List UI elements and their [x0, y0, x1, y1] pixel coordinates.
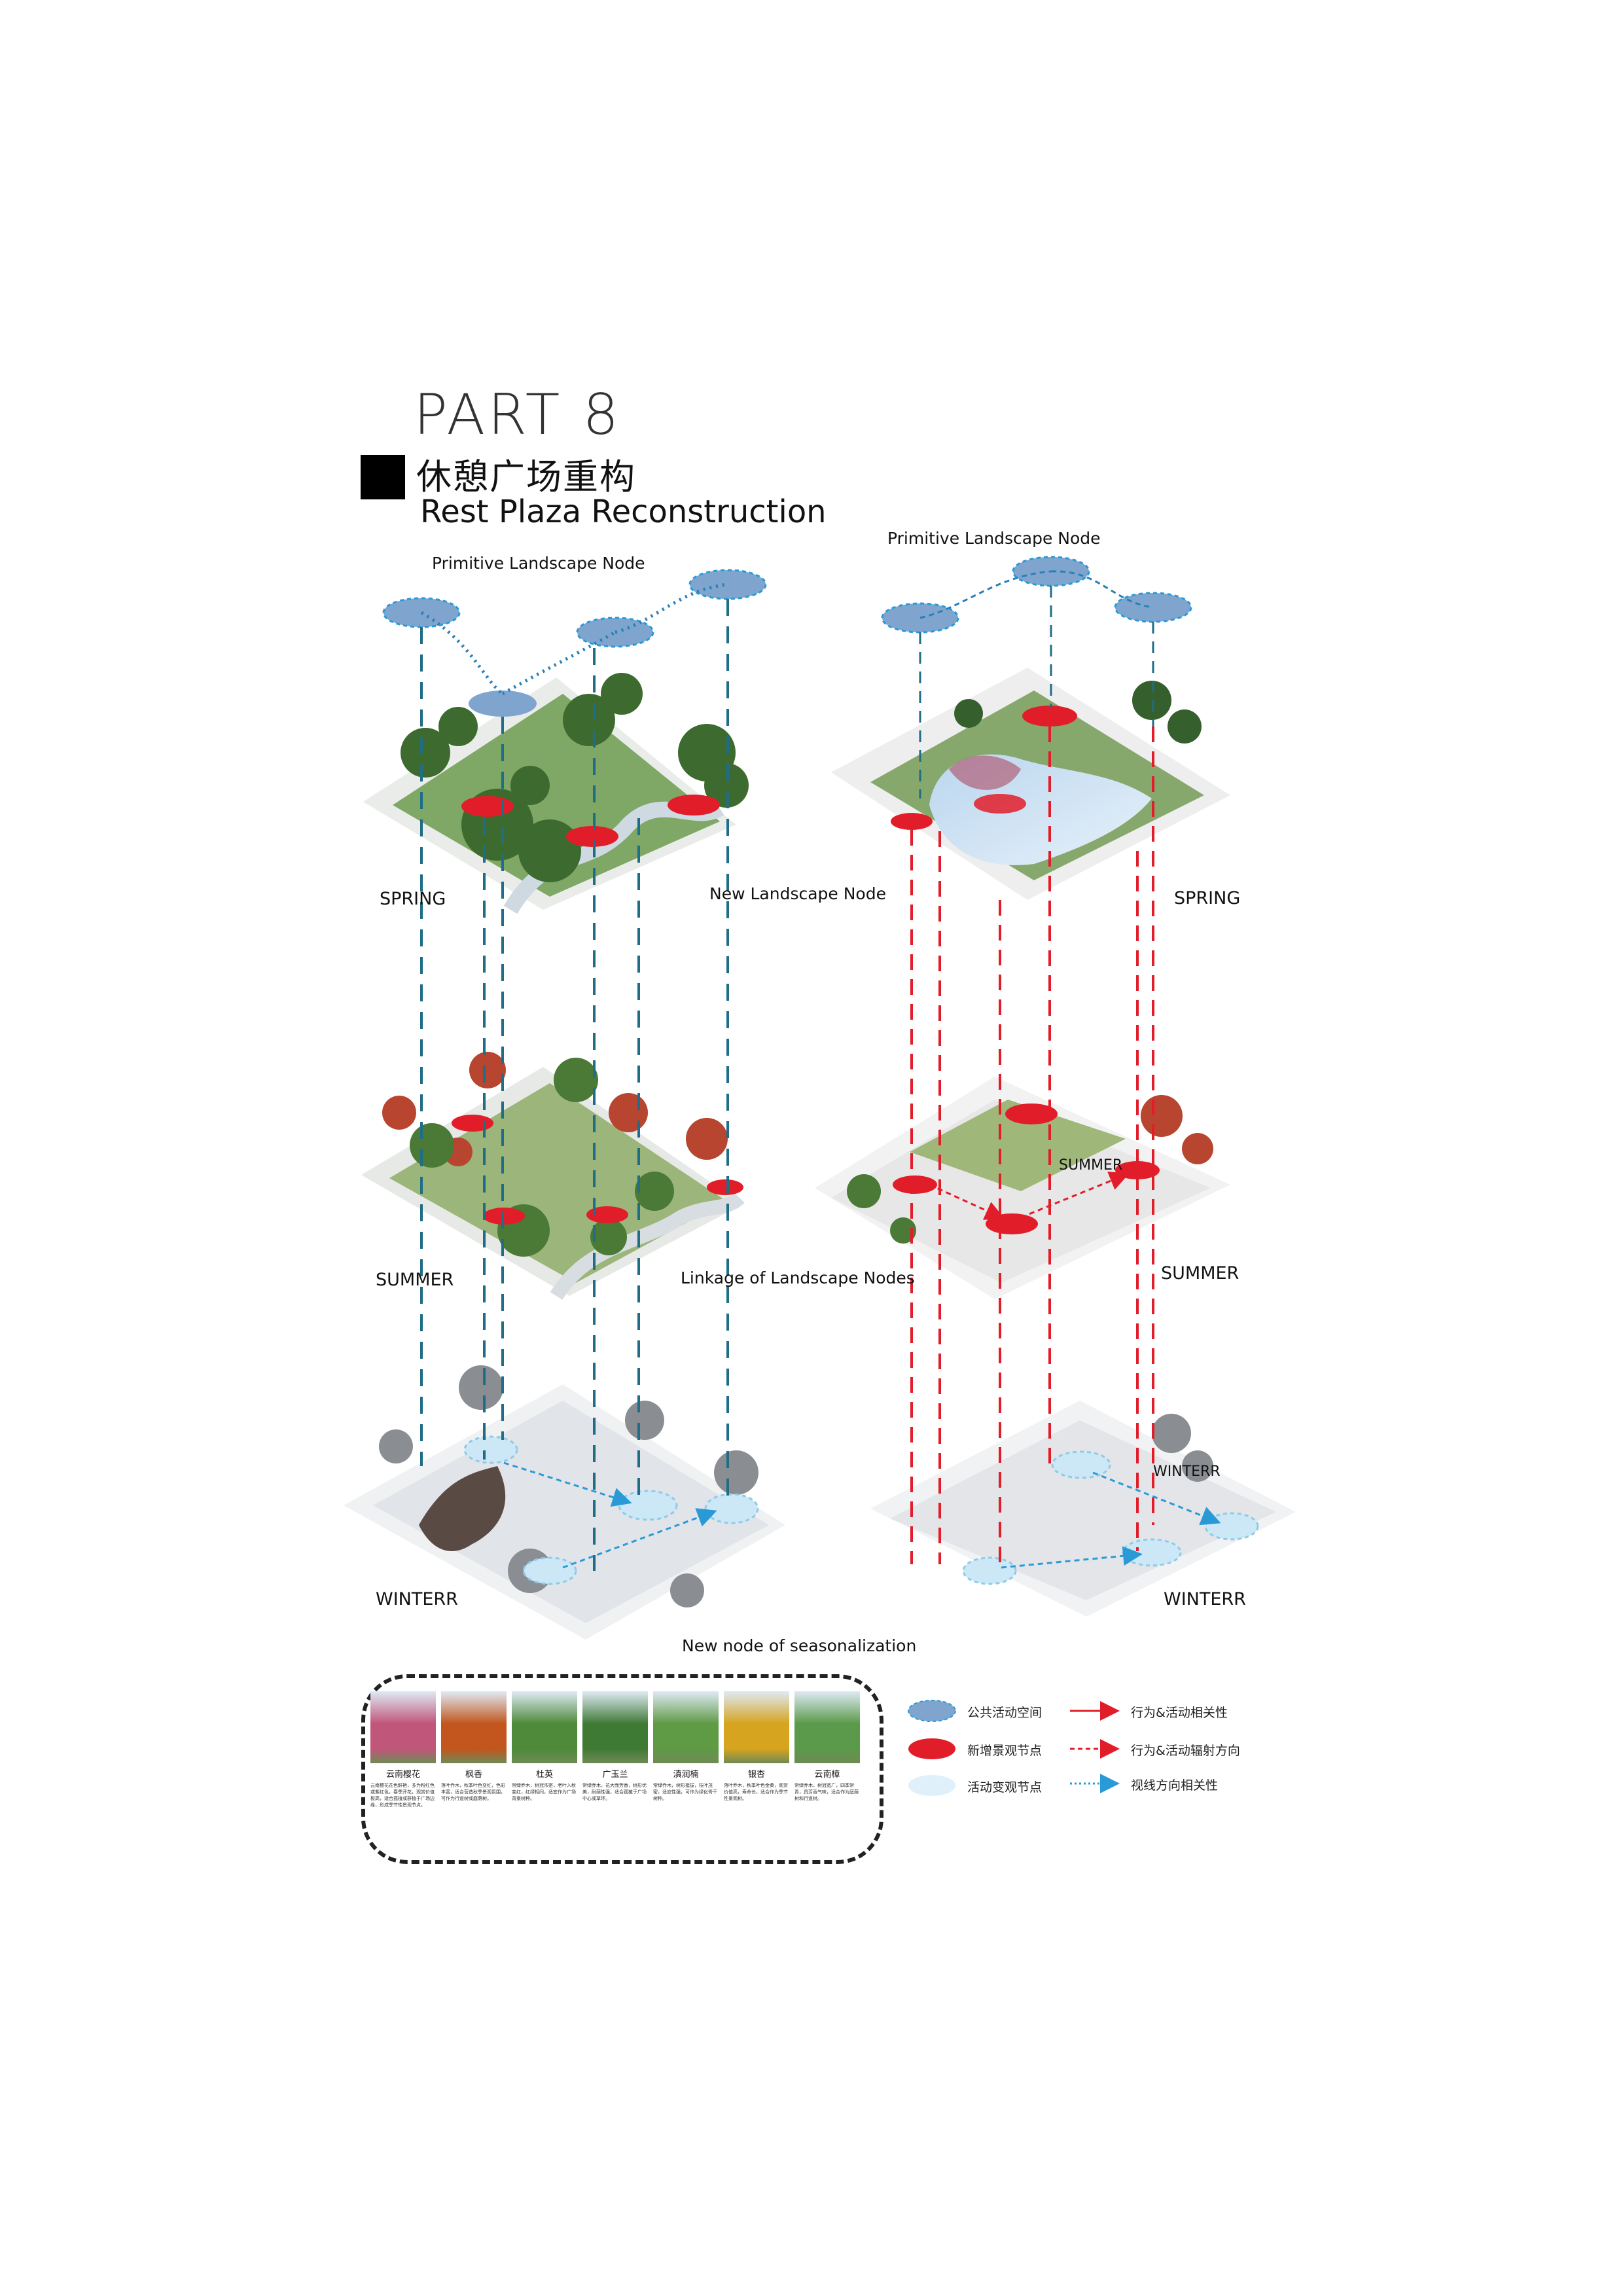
label-new-landscape-node: New Landscape Node	[709, 884, 886, 903]
plant-photo	[441, 1691, 507, 1763]
plant-description: 常绿乔木，树形挺拔，枝叶茂密，适应性强，可作为绿化骨干树种。	[653, 1783, 717, 1801]
label-primitive-node-left: Primitive Landscape Node	[432, 554, 645, 573]
title-chinese: 休憩广场重构	[416, 456, 636, 497]
plant-name: 杜英	[535, 1770, 553, 1780]
plant-card: 杜英常绿乔木，树冠浓密，老叶入秋变红，红绿相间，适宜作为广场背景树种。	[512, 1691, 577, 1854]
left-winter-platform	[344, 1365, 785, 1640]
plant-photo	[794, 1691, 860, 1763]
label-primitive-node-right: Primitive Landscape Node	[887, 529, 1101, 548]
part-number: PART 8	[414, 382, 622, 448]
legend-public-space: 公共活动空间	[967, 1706, 1043, 1720]
plant-name: 云南樱花	[385, 1770, 420, 1780]
plant-name: 广玉兰	[602, 1770, 628, 1780]
title-english: Rest Plaza Reconstruction	[420, 493, 827, 530]
legend-sightline: 视线方向相关性	[1131, 1778, 1219, 1793]
label-linkage: Linkage of Landscape Nodes	[681, 1268, 915, 1287]
plant-name: 枫香	[465, 1770, 482, 1780]
plant-photo	[512, 1691, 577, 1763]
plant-description: 落叶乔木，秋季叶色金黄，观赏价值高，寿命长，适合作为季节性景观树。	[724, 1783, 788, 1801]
plant-card: 枫香落叶乔木，秋季叶色变红，色彩丰富，适合营造秋季景观氛围，可作为行道树或庭荫树…	[441, 1691, 507, 1854]
plant-name: 银杏	[747, 1770, 765, 1780]
season-summer-overlay: SUMMER	[1059, 1157, 1123, 1174]
left-spring-platform	[363, 673, 749, 914]
plant-description: 常绿乔木，树冠浓密，老叶入秋变红，红绿相间，适宜作为广场背景树种。	[512, 1783, 576, 1801]
plant-card: 云南樟常绿乔木，树冠宽广，四季常青，具芳香气味，适合作为庭荫树和行道树。	[794, 1691, 860, 1854]
plant-description: 落叶乔木，秋季叶色变红，色彩丰富，适合营造秋季景观氛围，可作为行道树或庭荫树。	[441, 1783, 505, 1801]
plant-name: 滇润楠	[673, 1770, 699, 1780]
plant-description: 云南樱花花色鲜艳，多为粉红色或紫红色，春季开花，观赏价值极高，适合孤植或群植于广…	[370, 1783, 435, 1808]
season-winter-overlay: WINTERR	[1153, 1463, 1221, 1480]
right-summer-platform	[815, 1077, 1230, 1299]
left-summer-platform	[361, 1052, 745, 1300]
plant-card: 滇润楠常绿乔木，树形挺拔，枝叶茂密，适应性强，可作为绿化骨干树种。	[653, 1691, 719, 1854]
plant-card: 云南樱花云南樱花花色鲜艳，多为粉红色或紫红色，春季开花，观赏价值极高，适合孤植或…	[370, 1691, 436, 1854]
season-winter-left: WINTERR	[376, 1589, 458, 1609]
plant-photo	[370, 1691, 436, 1763]
plant-photo	[653, 1691, 719, 1763]
plant-legend-box	[361, 1674, 883, 1864]
plant-description: 常绿乔木，树冠宽广，四季常青，具芳香气味，适合作为庭荫树和行道树。	[794, 1783, 859, 1801]
plant-card: 银杏落叶乔木，秋季叶色金黄，观赏价值高，寿命长，适合作为季节性景观树。	[724, 1691, 789, 1854]
season-winter-right: WINTERR	[1164, 1589, 1246, 1609]
season-summer-left: SUMMER	[376, 1270, 454, 1290]
right-spring-platform	[831, 668, 1230, 900]
plant-name: 云南樟	[814, 1770, 840, 1780]
season-spring-left: SPRING	[380, 889, 446, 909]
legend-radiation-direction: 行为&活动辐射方向	[1131, 1744, 1240, 1758]
season-summer-right: SUMMER	[1161, 1263, 1240, 1283]
legend-behavior-correlation: 行为&活动相关性	[1131, 1706, 1228, 1720]
legend-activity-node: 活动变观节点	[967, 1780, 1043, 1795]
season-spring-right: SPRING	[1174, 888, 1241, 908]
plant-photo	[724, 1691, 789, 1763]
plant-card: 广玉兰常绿乔木，花大而芳香，树形优美，耐荫性强，适合孤植于广场中心或草坪。	[582, 1691, 648, 1854]
plant-photo	[582, 1691, 648, 1763]
legend-new-node: 新增景观节点	[967, 1744, 1043, 1758]
label-seasonal-node: New node of seasonalization	[682, 1636, 917, 1655]
title-marker	[361, 455, 405, 499]
plant-description: 常绿乔木，花大而芳香，树形优美，耐荫性强，适合孤植于广场中心或草坪。	[582, 1783, 647, 1801]
right-winter-platform	[870, 1401, 1296, 1617]
